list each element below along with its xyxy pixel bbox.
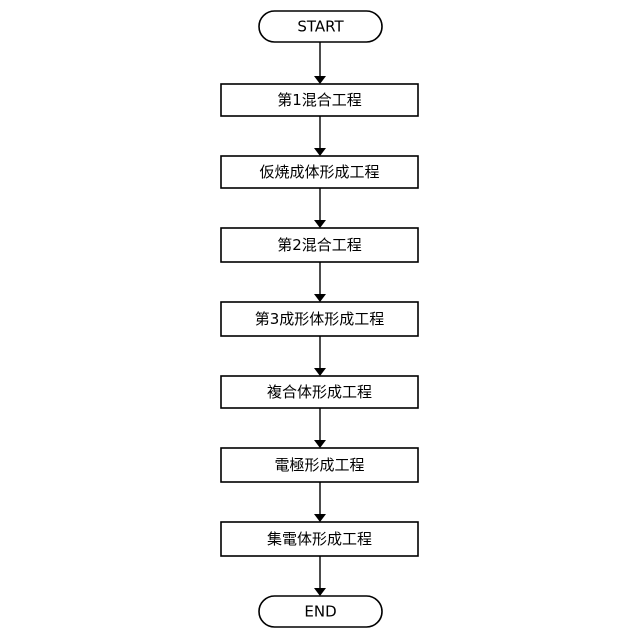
arrow-step-7-to-end xyxy=(314,556,326,596)
arrow-step-2-to-step-3 xyxy=(314,188,326,228)
step-3-label: 第2混合工程 xyxy=(277,236,362,254)
end-label: END xyxy=(304,603,336,621)
arrow-step-6-to-step-7 xyxy=(314,482,326,522)
arrow-step-5-to-step-6 xyxy=(314,408,326,448)
arrow-start-to-step-1 xyxy=(314,42,326,84)
arrow-step-4-to-step-5 xyxy=(314,336,326,376)
step-1-label: 第1混合工程 xyxy=(277,91,362,109)
start-label: START xyxy=(297,18,344,36)
step-5-label: 複合体形成工程 xyxy=(267,383,372,401)
step-7-label: 集電体形成工程 xyxy=(267,530,372,548)
step-2-label: 仮焼成体形成工程 xyxy=(259,163,379,181)
step-6-label: 電極形成工程 xyxy=(274,456,364,474)
step-4-label: 第3成形体形成工程 xyxy=(255,310,385,328)
arrow-step-1-to-step-2 xyxy=(314,116,326,156)
arrow-step-3-to-step-4 xyxy=(314,262,326,302)
